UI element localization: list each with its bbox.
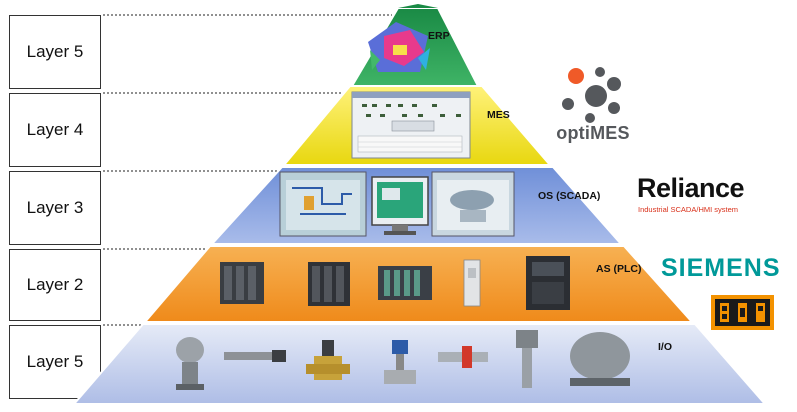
layer-box-4: Layer 2 <box>9 249 101 321</box>
layer-box-3: Layer 3 <box>9 171 101 245</box>
reliance-logo-text: Reliance <box>637 173 745 203</box>
scada-screens <box>279 171 515 237</box>
plc-devices <box>220 256 570 310</box>
layer-label: Layer 5 <box>26 42 84 61</box>
field-devices <box>176 330 630 390</box>
layer-box-5: Layer 5 <box>9 325 101 399</box>
br-logo-icon <box>711 295 774 330</box>
tier-label-erp: ERP <box>428 30 450 42</box>
layer-label: Layer 5 <box>26 352 84 371</box>
tier-io <box>71 323 768 405</box>
optimes-logo-text: optiMES <box>556 123 630 143</box>
erp-graphic <box>368 22 430 72</box>
layer-box-2: Layer 4 <box>9 93 101 167</box>
tier-label-os: OS (SCADA) <box>538 190 601 202</box>
connector-lines <box>103 14 392 326</box>
optimes-logo-icon <box>562 67 621 123</box>
layer-label: Layer 4 <box>26 120 84 139</box>
mes-screenshot <box>351 91 471 159</box>
layer-label: Layer 2 <box>26 275 84 294</box>
tier-label-io: I/O <box>658 341 673 353</box>
reliance-tagline: Industrial SCADA/HMI system <box>638 205 739 214</box>
layer-box-1: Layer 5 <box>9 15 101 89</box>
siemens-logo-text: SIEMENS <box>661 254 781 282</box>
tier-label-mes: MES <box>487 109 510 121</box>
tier-label-as: AS (PLC) <box>596 263 642 275</box>
tier-erp-tip <box>398 4 438 8</box>
layer-label: Layer 3 <box>26 198 84 217</box>
